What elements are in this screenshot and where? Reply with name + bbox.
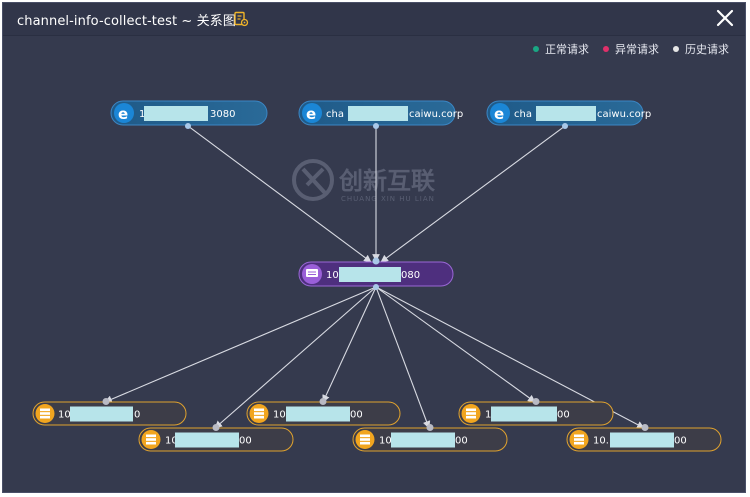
- legend-item-error[interactable]: 异常请求: [603, 41, 659, 57]
- legend-dot-normal: [533, 46, 539, 52]
- edge-service-db1[interactable]: [104, 286, 377, 403]
- browser-icon: e: [114, 103, 134, 123]
- node-client-1-suffix: 3080: [210, 109, 235, 120]
- dialog-title: channel-info-collect-test ~ 关系图: [17, 14, 236, 29]
- node-db-3[interactable]: 10. 00: [246, 398, 401, 426]
- edges-downstream: [104, 286, 645, 429]
- edge-client1-service[interactable]: [187, 125, 372, 263]
- node-db-1[interactable]: 10 0: [32, 398, 187, 426]
- redaction-box: [339, 267, 401, 282]
- redaction-box: [391, 432, 455, 448]
- node-db-3-prefix: 10.: [273, 410, 289, 421]
- watermark-text: 创新互联: [338, 167, 435, 195]
- node-service-suffix: 080: [401, 270, 420, 281]
- node-db-2[interactable]: 10 00: [138, 424, 294, 452]
- legend-label-error: 异常请求: [615, 43, 659, 56]
- node-db-2-prefix: 10: [165, 436, 178, 447]
- database-icon: [249, 404, 269, 423]
- node-service[interactable]: 10 080: [298, 257, 454, 291]
- redaction-box: [348, 106, 408, 121]
- redaction-box: [286, 406, 350, 422]
- node-client-3-prefix: cha: [514, 109, 532, 120]
- node-client-1-prefix: 1: [139, 109, 145, 120]
- node-client-2-suffix: caiwu.corp: [409, 109, 463, 120]
- node-db-1-prefix: 10: [58, 410, 71, 421]
- edge-client3-service[interactable]: [380, 125, 566, 263]
- legend-label-history: 历史请求: [685, 43, 729, 56]
- redaction-box: [175, 432, 239, 448]
- node-service-prefix: 10: [326, 270, 339, 281]
- redaction-box: [610, 432, 674, 448]
- svg-text:e: e: [118, 105, 128, 123]
- legend-dot-history: [673, 46, 679, 52]
- database-icon: [141, 430, 161, 449]
- node-db-5-suffix: 00: [557, 410, 570, 421]
- watermark-logo-icon: [292, 159, 334, 201]
- redaction-box: [70, 406, 133, 422]
- close-icon[interactable]: [713, 6, 737, 30]
- node-db-4[interactable]: 10 00: [352, 424, 508, 452]
- title-bar: channel-info-collect-test ~ 关系图: [3, 3, 745, 36]
- redaction-box: [144, 106, 208, 121]
- node-db-5-prefix: 1: [485, 410, 491, 421]
- edge-service-db2[interactable]: [214, 286, 377, 429]
- node-db-4-suffix: 00: [455, 436, 468, 447]
- edge-service-db3[interactable]: [322, 286, 377, 403]
- watermark: 创新互联 CHUANG XIN HU LIAN: [292, 159, 435, 203]
- database-icon: [35, 404, 55, 423]
- server-icon: [302, 264, 322, 284]
- database-icon: [569, 430, 589, 449]
- svg-text:e: e: [494, 105, 504, 123]
- edges-upstream: [187, 125, 566, 263]
- node-client-1[interactable]: e 1 3080: [110, 100, 268, 129]
- legend-item-normal[interactable]: 正常请求: [533, 41, 589, 57]
- database-icon: [461, 404, 481, 423]
- watermark-subtext: CHUANG XIN HU LIAN: [341, 195, 435, 203]
- node-db-6-prefix: 10.: [593, 436, 609, 447]
- node-db-2-suffix: 00: [239, 436, 252, 447]
- node-client-3-suffix: caiwu.corp: [597, 109, 651, 120]
- relation-graph-canvas[interactable]: 创新互联 CHUANG XIN HU LIAN e 1: [3, 3, 746, 493]
- node-db-5[interactable]: 1 00: [458, 398, 614, 426]
- legend-dot-error: [603, 46, 609, 52]
- browser-icon: e: [490, 103, 510, 123]
- node-db-4-prefix: 10: [379, 436, 392, 447]
- legend: 正常请求 异常请求 历史请求: [533, 41, 729, 57]
- browser-icon: e: [302, 103, 322, 123]
- node-db-3-suffix: 00: [350, 410, 363, 421]
- document-settings-icon[interactable]: [233, 11, 249, 27]
- node-client-2[interactable]: e cha caiwu.corp: [298, 100, 463, 129]
- node-db-6[interactable]: 10. 00: [566, 424, 722, 452]
- legend-item-history[interactable]: 历史请求: [673, 41, 729, 57]
- database-icon: [355, 430, 375, 449]
- svg-text:e: e: [306, 105, 316, 123]
- node-db-6-suffix: 00: [674, 436, 687, 447]
- legend-label-normal: 正常请求: [545, 43, 589, 56]
- edge-service-db4[interactable]: [375, 286, 431, 429]
- node-client-2-prefix: cha: [326, 109, 344, 120]
- redaction-box: [491, 406, 557, 422]
- node-db-1-suffix: 0: [134, 410, 140, 421]
- edge-service-db5[interactable]: [375, 286, 536, 403]
- redaction-box: [536, 106, 596, 121]
- node-client-3[interactable]: e cha caiwu.corp: [486, 100, 651, 129]
